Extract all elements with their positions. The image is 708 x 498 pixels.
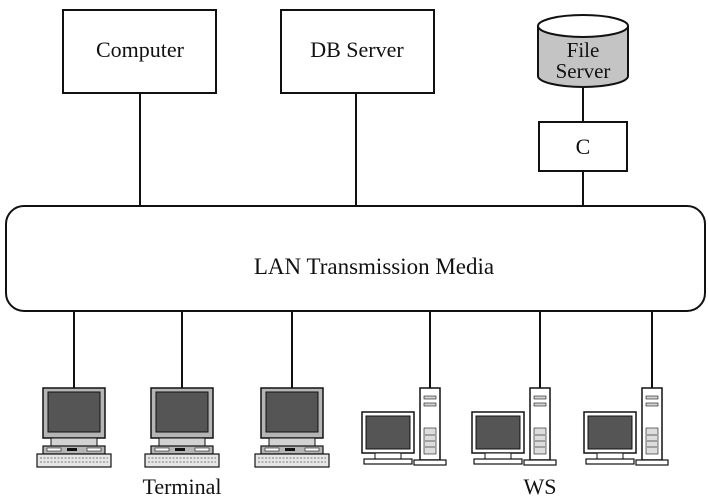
- terminal-group-label: Terminal: [142, 474, 221, 498]
- lan-label: LAN Transmission Media: [254, 254, 494, 279]
- node-file-server: File Server: [537, 14, 629, 88]
- node-controller: C: [538, 121, 628, 172]
- ws-device-2: [471, 387, 557, 466]
- file-server-label-line2: Server: [556, 59, 611, 83]
- lan-transmission-media: LAN Transmission Media: [5, 205, 706, 312]
- node-computer: Computer: [62, 9, 217, 94]
- ws-device-3: [583, 387, 669, 466]
- downlinks: [73, 311, 653, 388]
- ws-device-1: [361, 387, 447, 466]
- computer-label: Computer: [96, 37, 185, 62]
- terminal-device-3: [254, 387, 330, 468]
- uplinks: [139, 87, 584, 206]
- terminal-device-2: [144, 387, 220, 468]
- ws-group-label: WS: [524, 474, 557, 498]
- file-server-cylinder: [537, 26, 629, 88]
- file-server-label-line1: File: [567, 38, 600, 62]
- controller-label: C: [576, 134, 591, 159]
- node-db-server: DB Server: [280, 9, 435, 94]
- db-server-label: DB Server: [310, 37, 404, 62]
- terminal-device-1: [36, 387, 112, 468]
